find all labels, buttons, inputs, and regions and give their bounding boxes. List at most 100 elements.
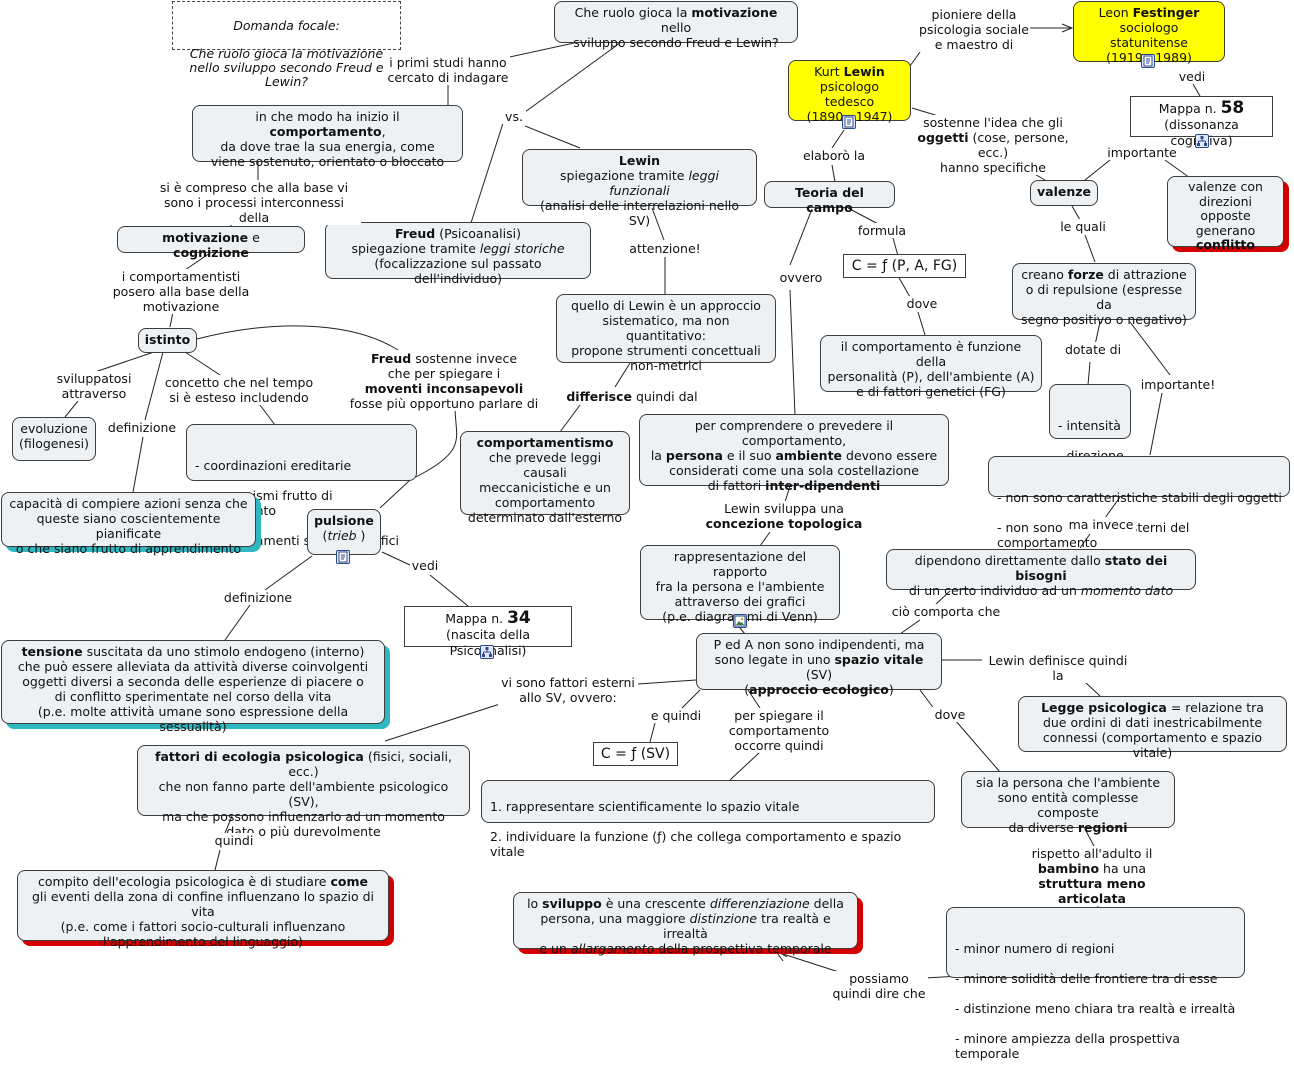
capacita-text: capacità di compiere azioni senza che qu…	[9, 496, 248, 556]
node-spazio-vitale[interactable]: P ed A non sono indipendenti, ma sono le…	[696, 633, 942, 697]
lewin-leggi-text-2: (analisi delle interrelazioni nello SV)	[539, 198, 740, 228]
note-icon[interactable]	[842, 115, 856, 129]
node-capacita[interactable]: capacità di compiere azioni senza che qu…	[1, 492, 256, 556]
tensione-text: suscitata da uno stimolo endogeno (inter…	[17, 644, 369, 734]
node-evoluzione[interactable]: evoluzione (filogenesi)	[12, 417, 96, 461]
pulsione-italic: trieb	[327, 528, 357, 543]
node-mappa-58[interactable]: Mappa n. 58 (dissonanza cognitiva)	[1130, 96, 1273, 148]
comportamento-text: in che modo ha inizio il	[255, 109, 400, 124]
label-per-spiegare: per spiegare il comportamento occorre qu…	[728, 708, 830, 753]
sviluppo-text-3: della persona, una maggiore	[540, 896, 844, 926]
persona-ambiente-text: per comprendere o prevedere il comportam…	[650, 418, 894, 463]
map-link-icon[interactable]	[1195, 134, 1209, 148]
label-vs: vs.	[502, 109, 526, 124]
node-obiettivi[interactable]: 1. rappresentare scientificamente lo spa…	[481, 780, 935, 859]
label-possiamo: possiamo quindi dire che	[830, 971, 928, 1001]
image-icon[interactable]	[733, 614, 747, 628]
label-sviluppatosi: sviluppatosi attraverso	[54, 371, 134, 401]
sostenne-text-2: (cose, persone, ecc.) hanno specifiche	[940, 130, 1069, 175]
pulsione-bold: pulsione	[314, 513, 374, 528]
tensione-bold: tensione	[21, 644, 83, 659]
formula-pafg-text: C = ƒ (P, A, FG)	[851, 258, 958, 274]
focal-question-title: Domanda focale:	[233, 18, 340, 33]
node-question[interactable]: Che ruolo gioca la motivazione nello svi…	[554, 1, 798, 50]
node-non-sono[interactable]: non sono caratteristiche stabili degli o…	[988, 456, 1290, 550]
ambiente-bold: ambiente	[775, 448, 843, 463]
node-valenze[interactable]: valenze	[1030, 180, 1098, 206]
node-coordinazioni[interactable]: coordinazioni ereditarie meccanismi frut…	[186, 424, 417, 548]
formula-sv-text: C = ƒ (SV)	[600, 746, 671, 762]
spazio-vitale-text-2: (SV) (	[744, 667, 833, 697]
list-item: 1. rappresentare scientificamente lo spa…	[490, 799, 800, 814]
legge-text: = relazione tra due ordini di dati inest…	[1042, 700, 1264, 760]
festinger-name: Festinger	[1132, 5, 1200, 20]
differisce-bold: differisce	[566, 389, 632, 404]
regioni-bold: regioni	[1077, 820, 1128, 835]
node-valenze-conflitto[interactable]: valenze con direzioni opposte generano c…	[1167, 176, 1284, 252]
node-formula-sv[interactable]: C = ƒ (SV)	[593, 742, 678, 766]
node-ecologia-psicologica[interactable]: fattori di ecologia psicologica (fisici,…	[137, 745, 470, 839]
label-differisce: differisce quindi dal	[564, 389, 700, 404]
node-comportamentismo[interactable]: comportamentismo che prevede leggi causa…	[460, 431, 630, 524]
label-definizione: definizione	[106, 420, 178, 435]
valenze-conflitto-bold: conflitto	[1196, 237, 1255, 252]
regioni-text: sia la persona che l'ambiente sono entit…	[975, 775, 1161, 835]
node-teoria-del-campo[interactable]: Teoria del campo	[764, 181, 895, 215]
node-motivazione-cognizione[interactable]: motivazione e cognizione	[117, 226, 305, 260]
node-freud[interactable]: Freud (Psicoanalisi)spiegazione tramite …	[325, 222, 591, 286]
node-festinger[interactable]: Leon Festinger sociologo statunitense (1…	[1073, 1, 1225, 63]
node-lewin-approccio[interactable]: quello di Lewin è un approccio sistemati…	[556, 294, 776, 373]
label-formula: formula	[855, 223, 909, 238]
node-struttura-bambino[interactable]: minor numero di regioni minore solidità …	[946, 907, 1245, 1061]
node-stato-bisogni[interactable]: dipendono direttamente dallo stato dei b…	[886, 549, 1196, 598]
comportamentismo-bold: comportamentismo	[476, 435, 614, 450]
node-pulsione[interactable]: pulsione(trieb )	[307, 509, 381, 555]
node-rappresentazione[interactable]: rappresentazione del rapporto fra la per…	[640, 545, 840, 624]
node-intensita-direzione-verso[interactable]: intensità direzione verso	[1049, 384, 1131, 493]
lewin-approccio-text: quello di Lewin è un approccio sistemati…	[571, 298, 761, 373]
node-istinto[interactable]: istinto	[138, 328, 197, 353]
node-mappa-34[interactable]: Mappa n. 34 (nascita della Psicoanalisi)	[404, 606, 572, 658]
label-sostenne: sostenne l'idea che gli oggetti (cose, p…	[915, 115, 1071, 175]
freud-text-2: (focalizzazione sul passato dell'individ…	[374, 256, 542, 286]
mappa58-pre: Mappa n.	[1158, 101, 1221, 116]
cognizione-bold: cognizione	[173, 245, 249, 260]
differisce-text: quindi dal	[631, 389, 698, 404]
node-legge-psicologica[interactable]: Legge psicologica = relazione tra due or…	[1018, 696, 1287, 760]
node-persona-ambiente[interactable]: per comprendere o prevedere il comportam…	[639, 414, 949, 493]
node-comportamento[interactable]: in che modo ha inizio il comportamento, …	[192, 105, 463, 169]
label-attenzione: attenzione!	[627, 241, 703, 256]
node-funzione-pafg[interactable]: il comportamento è funzione della person…	[820, 335, 1042, 399]
spazio-vitale-bold: spazio vitale	[834, 652, 924, 667]
map-link-icon[interactable]	[480, 645, 494, 659]
list-item: minore solidità delle frontiere tra di e…	[955, 971, 1239, 986]
compito-text: compito dell'ecologia psicologica è di s…	[38, 874, 331, 889]
forze-text-2: di attrazione o di repulsione (espresse …	[1021, 267, 1187, 327]
spazio-vitale-text: P ed A non sono indipendenti, ma sono le…	[713, 637, 925, 667]
lewin-leggi-title: Lewin	[618, 153, 661, 168]
label-concetto: concetto che nel tempo si è esteso inclu…	[163, 375, 315, 405]
bisogni-bold: stato dei bisogni	[1015, 553, 1168, 583]
note-icon[interactable]	[336, 550, 350, 564]
node-tensione[interactable]: tensione suscitata da uno stimolo endoge…	[1, 640, 385, 734]
node-compito-ecologia[interactable]: compito dell'ecologia psicologica è di s…	[17, 870, 389, 948]
list-item: 2. individuare la funzione (ƒ) che colle…	[490, 829, 902, 859]
motivazione-mid: e	[248, 230, 260, 245]
motivazione-bold: motivazione	[162, 230, 249, 245]
compito-text-2: gli eventi della zona di confine influen…	[32, 889, 374, 949]
sviluppo-text-5: della prospettiva temporale	[654, 941, 832, 956]
node-forze[interactable]: creano forze di attrazione o di repulsio…	[1012, 263, 1196, 327]
node-regioni[interactable]: sia la persona che l'ambiente sono entit…	[961, 771, 1175, 835]
sviluppo-bold: sviluppo	[542, 896, 602, 911]
label-quindi: quindi	[212, 833, 256, 848]
freud-sostenne-text: sostenne invece che per spiegare i	[387, 351, 518, 381]
node-kurt-lewin[interactable]: Kurt Lewin psicologo tedesco (1890 - 194…	[788, 60, 911, 122]
minor-list: minor numero di regioni minore solidità …	[955, 926, 1239, 1076]
node-question-text-2: nello sviluppo secondo Freud e Lewin?	[573, 20, 779, 50]
freud-title-post: (Psicoanalisi)	[435, 226, 521, 241]
bisogni-text: dipendono direttamente dallo	[914, 553, 1105, 568]
node-formula-pafg[interactable]: C = ƒ (P, A, FG)	[843, 254, 966, 278]
note-icon[interactable]	[1141, 54, 1155, 68]
node-sviluppo[interactable]: lo sviluppo è una crescente differenziaz…	[513, 892, 858, 956]
